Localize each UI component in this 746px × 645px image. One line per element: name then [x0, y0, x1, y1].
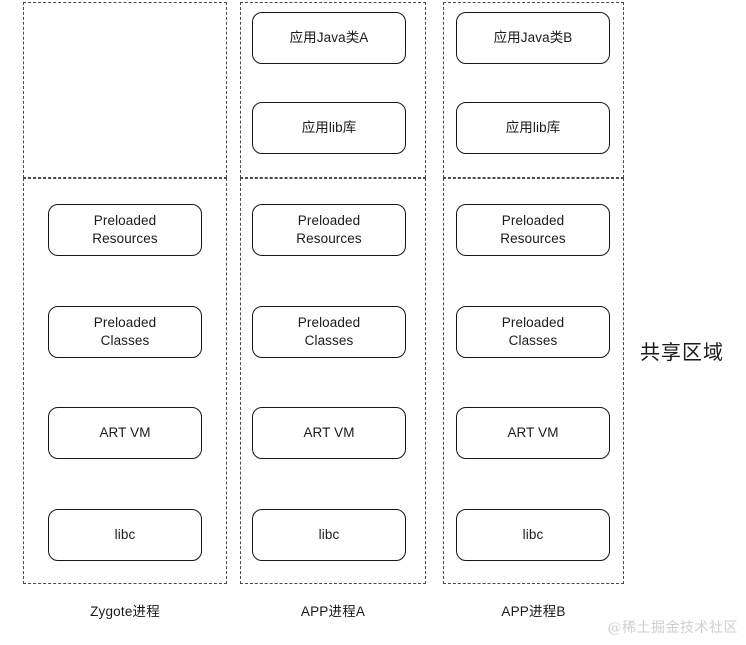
zygote-shared-region — [23, 178, 227, 584]
app-b-shared-region — [443, 178, 624, 584]
caption-app-a-process: APP进程A — [300, 604, 366, 619]
node-app-b-java-classes[interactable]: 应用Java类B — [456, 12, 610, 64]
node-zygote-art-vm[interactable]: ART VM — [48, 407, 202, 459]
caption-app-b-process: APP进程B — [501, 604, 566, 619]
app-a-private-region — [240, 2, 426, 178]
app-b-private-region — [443, 2, 624, 178]
node-app-a-lib[interactable]: 应用lib库 — [252, 102, 406, 154]
node-app-a-preloaded-resources[interactable]: Preloaded Resources — [252, 204, 406, 256]
node-app-b-preloaded-classes[interactable]: Preloaded Classes — [456, 306, 610, 358]
shared-region-label: 共享区域 — [640, 342, 724, 364]
app-a-shared-region — [240, 178, 426, 584]
node-zygote-preloaded-resources[interactable]: Preloaded Resources — [48, 204, 202, 256]
node-app-b-preloaded-resources[interactable]: Preloaded Resources — [456, 204, 610, 256]
node-app-a-preloaded-classes[interactable]: Preloaded Classes — [252, 306, 406, 358]
node-app-b-lib[interactable]: 应用lib库 — [456, 102, 610, 154]
node-app-a-art-vm[interactable]: ART VM — [252, 407, 406, 459]
caption-zygote-process: Zygote进程 — [90, 604, 160, 619]
node-app-a-java-classes[interactable]: 应用Java类A — [252, 12, 406, 64]
zygote-private-region — [23, 2, 227, 178]
node-zygote-libc[interactable]: libc — [48, 509, 202, 561]
node-app-b-art-vm[interactable]: ART VM — [456, 407, 610, 459]
node-app-a-libc[interactable]: libc — [252, 509, 406, 561]
node-app-b-libc[interactable]: libc — [456, 509, 610, 561]
node-zygote-preloaded-classes[interactable]: Preloaded Classes — [48, 306, 202, 358]
watermark: @稀土掘金技术社区 — [607, 620, 738, 636]
